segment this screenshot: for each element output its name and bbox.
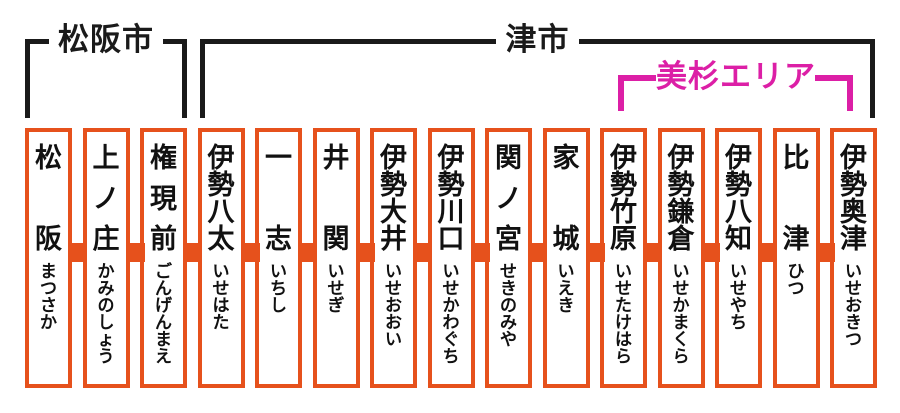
station-name-kana: かみのしょう	[97, 262, 115, 366]
misugi-bracket-right-line	[847, 75, 853, 111]
station-name-kanji: 伊勢奥津	[840, 143, 867, 254]
matsusaka-bracket-left-arm	[25, 39, 49, 44]
station-name-kana: まつさか	[40, 262, 57, 332]
tsu-bracket-right-arm	[579, 39, 875, 44]
tsu-city-label: 津市	[505, 22, 570, 57]
misugi-area-label: 美杉エリア	[656, 59, 816, 94]
matsusaka-bracket-right-arm	[163, 39, 187, 44]
matsusaka-city-label: 松阪市	[58, 22, 154, 57]
station-name-kanji: 関ノ宮	[495, 143, 522, 254]
station-name-kanji: 権現前	[150, 143, 177, 254]
station-name-kanji: 伊勢八知	[725, 143, 752, 254]
station-box: 伊勢奥津 いせおきつ	[830, 128, 877, 388]
station-name-kanji: 比津	[782, 143, 810, 254]
matsusaka-bracket-left-line	[25, 39, 30, 118]
line-connector	[528, 243, 547, 262]
station-name-kanji: 上ノ庄	[92, 143, 120, 254]
station-name-kanji: 伊勢鎌倉	[667, 143, 695, 254]
station-box: 伊勢竹原 いせたけはら	[600, 128, 662, 388]
station-name-kana: いちし	[270, 262, 287, 315]
station-name-kana: せきのみや	[500, 262, 517, 349]
tsu-bracket-left-line	[200, 39, 205, 118]
line-connector	[68, 243, 87, 262]
station-name-kanji: 伊勢八太	[207, 143, 235, 254]
station-name-kana: いえき	[557, 262, 575, 315]
station-box: 伊勢八太 いせはた	[197, 128, 260, 388]
station-name-kana: いせやち	[730, 262, 747, 332]
station-box: 伊勢鎌倉 いせかまくら	[657, 128, 720, 388]
station-name-kana: いせおおい	[385, 262, 402, 349]
station-box: 権現前 ごんげんまえ	[140, 128, 202, 388]
misugi-bracket-left-arm	[618, 75, 656, 81]
tsu-bracket-left-arm	[200, 39, 496, 44]
station-name-kana: いせかまくら	[672, 262, 690, 366]
line-connector	[240, 243, 260, 262]
station-box: 伊勢八知 いせやち	[715, 128, 777, 388]
station-name-kanji: 井関	[322, 143, 350, 254]
station-name-kanji: 松阪	[35, 143, 62, 254]
misugi-bracket-right-arm	[815, 75, 853, 81]
station-name-kana: ひつ	[787, 262, 805, 298]
station-name-kana: いせたけはら	[615, 262, 632, 366]
line-connector	[355, 243, 375, 262]
station-box: 上ノ庄 かみのしょう	[82, 128, 145, 388]
line-connector	[413, 243, 432, 262]
line-connector	[125, 243, 145, 262]
line-connector	[700, 243, 720, 262]
station-box: 関ノ宮 せきのみや	[485, 128, 547, 388]
station-name-kanji: 一志	[265, 143, 292, 254]
station-box: 家城 いえき	[542, 128, 605, 388]
station-name-kanji: 家城	[552, 143, 580, 254]
station-name-kanji: 伊勢川口	[437, 143, 465, 254]
line-connector	[643, 243, 662, 262]
station-name-kana: いせはた	[212, 262, 230, 332]
station-name-kana: いせおきつ	[845, 262, 862, 349]
misugi-bracket-left-line	[618, 75, 624, 111]
station-box: 井関 いせぎ	[312, 128, 375, 388]
station-box: 伊勢川口 いせかわぐち	[427, 128, 490, 388]
matsusaka-bracket-right-line	[182, 39, 187, 118]
line-connector	[183, 243, 202, 262]
station-box: 伊勢大井 いせおおい	[370, 128, 432, 388]
line-connector	[298, 243, 317, 262]
station-box: 一志 いちし	[255, 128, 317, 388]
tsu-bracket-right-line	[870, 39, 875, 118]
line-connector	[815, 243, 835, 262]
station-box: 比津 ひつ	[772, 128, 835, 388]
station-name-kana: いせかわぐち	[442, 262, 460, 366]
station-box: 松阪 まつさか	[25, 128, 87, 388]
line-connector	[585, 243, 605, 262]
station-name-kanji: 伊勢大井	[380, 143, 407, 254]
station-name-kanji: 伊勢竹原	[610, 143, 637, 254]
stations-row: 松阪 まつさか 上ノ庄 かみのしょう 権現前 ごんげんまえ 伊勢八太 いせはた …	[25, 128, 877, 388]
line-connector	[758, 243, 777, 262]
line-connector	[470, 243, 490, 262]
station-name-kana: いせぎ	[327, 262, 345, 315]
station-name-kana: ごんげんまえ	[155, 262, 172, 366]
